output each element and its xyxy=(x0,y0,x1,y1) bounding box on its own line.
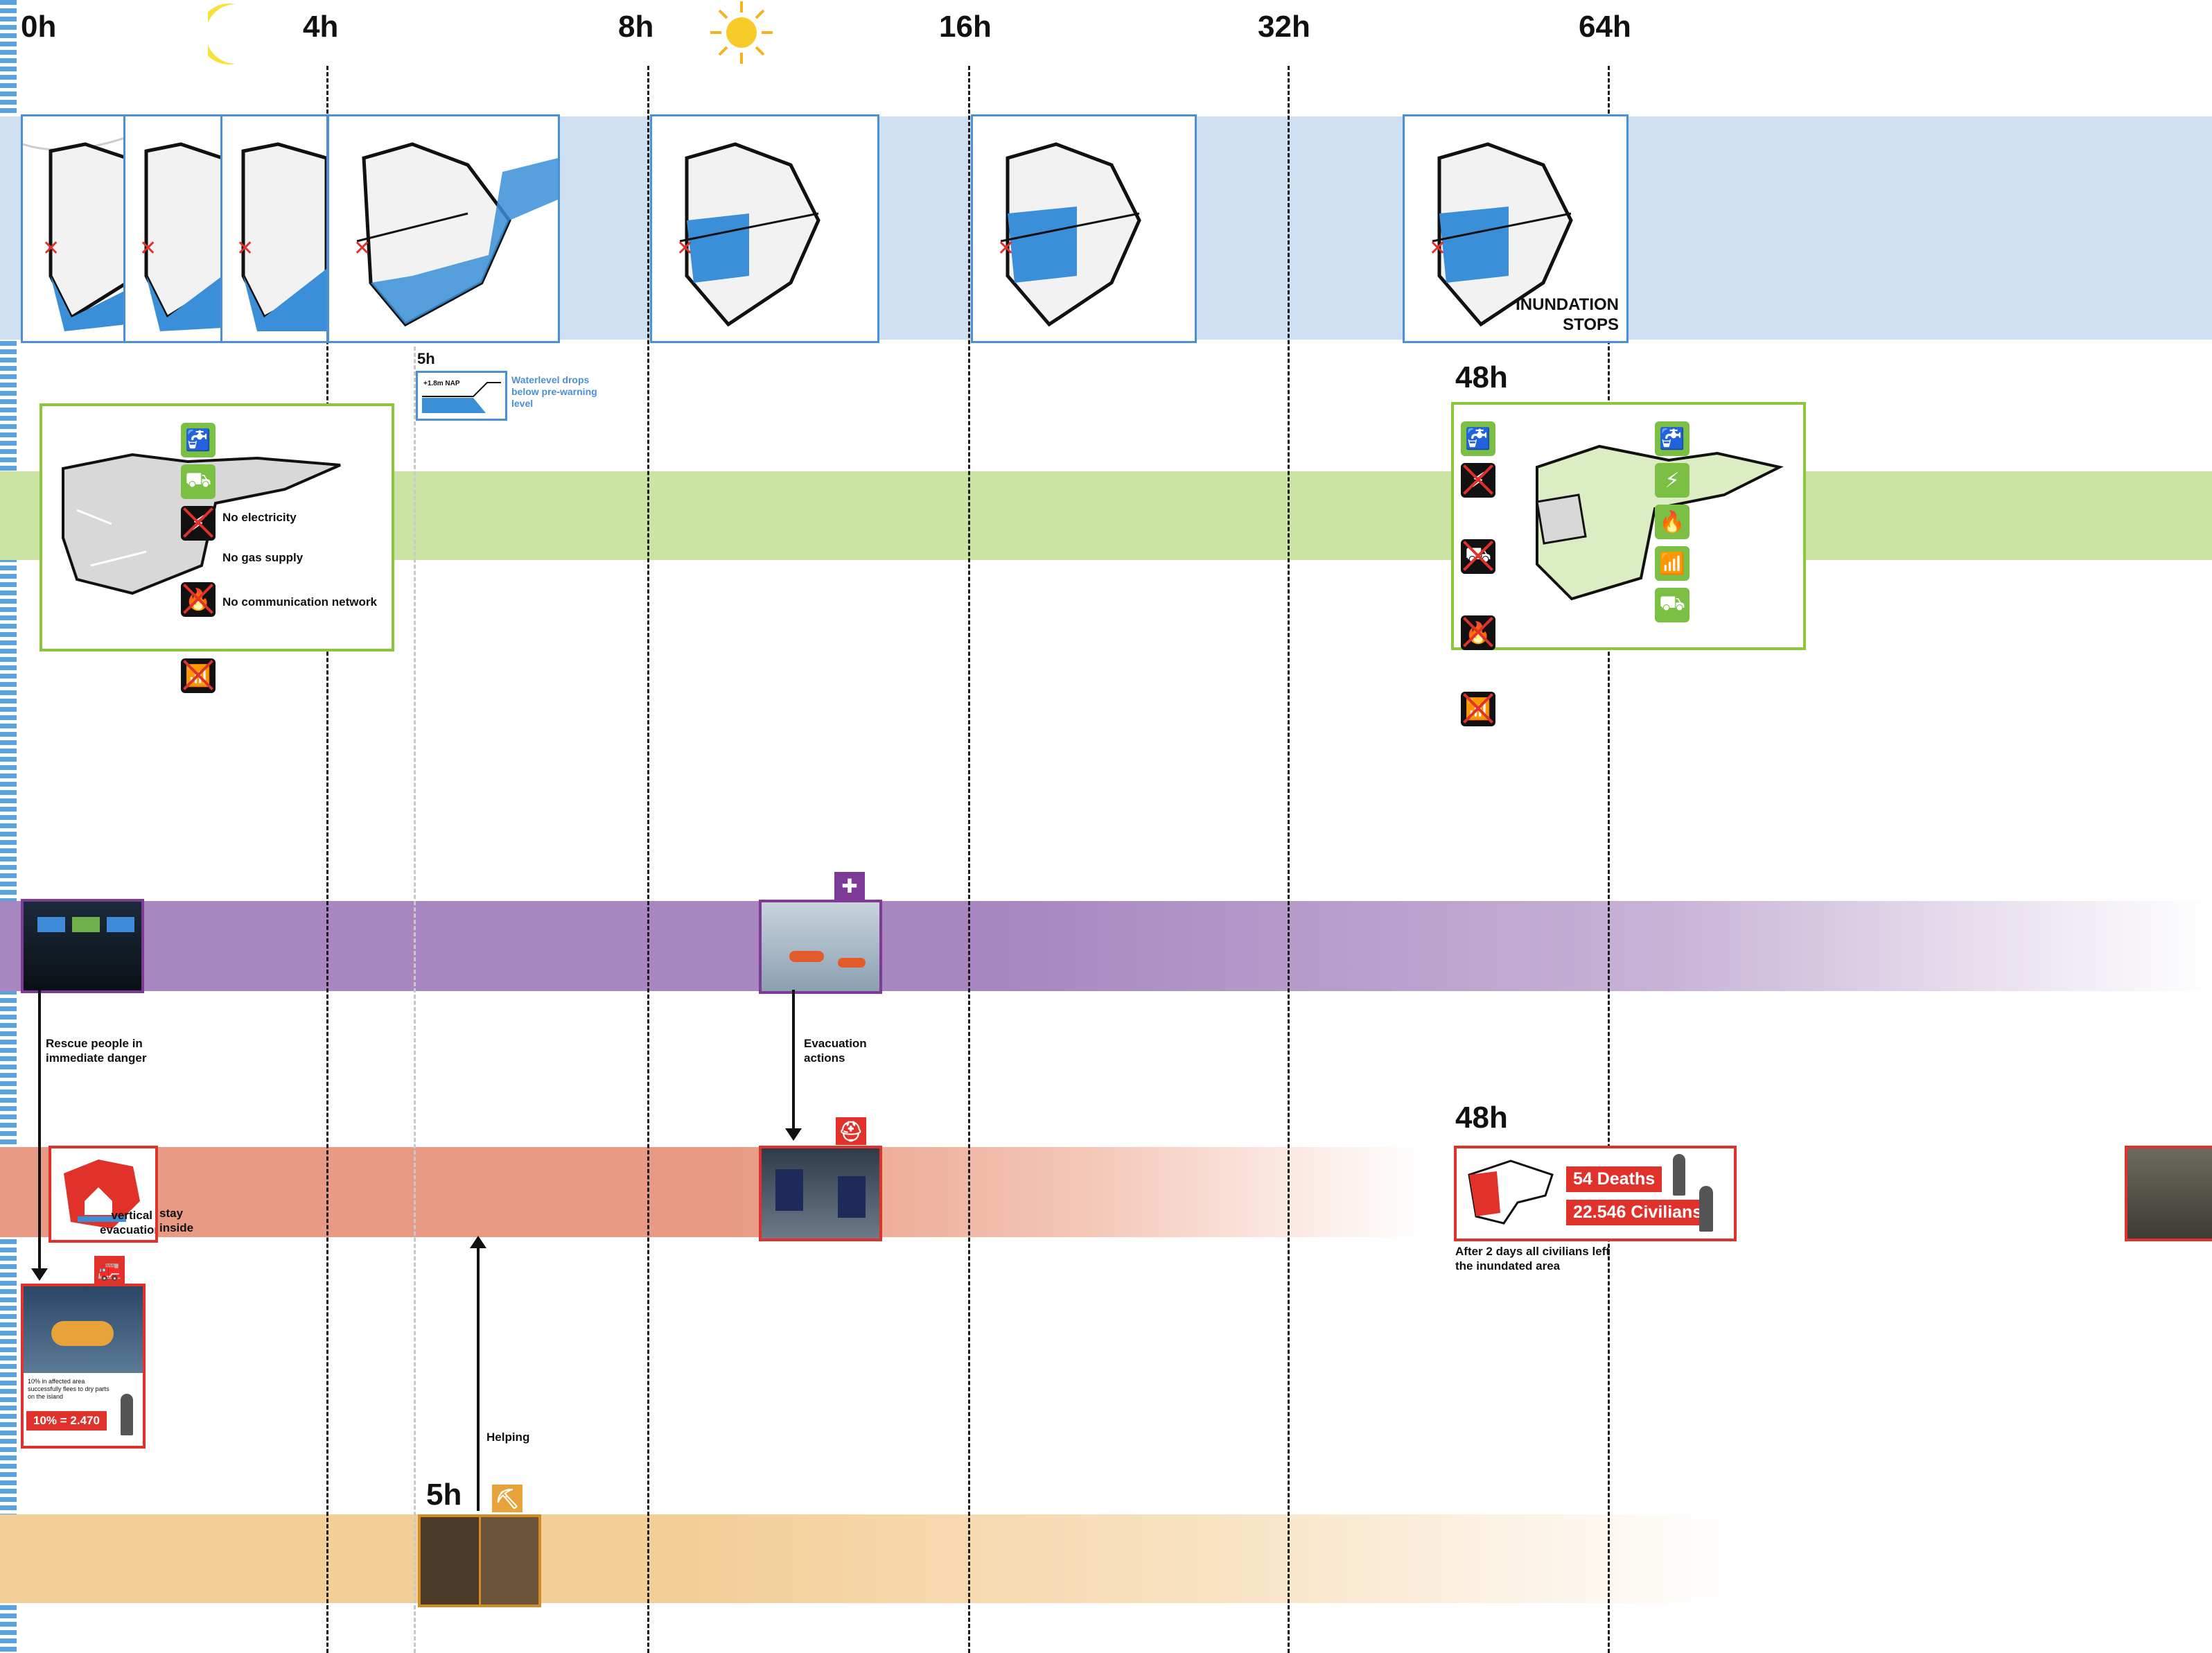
label-48h-utilities: 48h xyxy=(1455,360,1508,394)
gridline-32h xyxy=(1288,66,1290,1653)
tick-16h: 16h xyxy=(939,10,992,44)
label-48h-evacuation: 48h xyxy=(1455,1101,1508,1135)
gas-restored-icon: 🔥 xyxy=(1655,505,1689,539)
tick-8h: 8h xyxy=(618,10,654,44)
water-tap-icon-48h: 🚰 xyxy=(1461,421,1495,456)
flee-note: 10% in affected area successfully flees … xyxy=(28,1378,109,1400)
evacuation-icon: ⛑ xyxy=(836,1117,866,1145)
vertical-evacuation-label: vertical evacuation xyxy=(100,1209,158,1236)
person-icon-civilians xyxy=(1699,1186,1713,1232)
gridline-8h xyxy=(647,66,649,1653)
casualty-card: 54 Deaths 22.546 Civilians xyxy=(1454,1146,1737,1241)
flood-map-0h-b: ✕ xyxy=(123,114,225,343)
arrowhead-rescue xyxy=(31,1268,48,1281)
boat-rescue-photo xyxy=(759,900,882,994)
gridline-5h xyxy=(414,347,416,1653)
debris-photo xyxy=(2125,1146,2212,1241)
svg-text:✕: ✕ xyxy=(42,237,60,260)
transport-off-icon-48h: ⛟ xyxy=(1461,539,1495,574)
tick-64h: 64h xyxy=(1579,10,1631,44)
shovel-icon: ⛏ xyxy=(492,1485,523,1512)
medical-cross-icon: ✚ xyxy=(834,872,865,900)
volunteer-band xyxy=(0,1514,1732,1603)
svg-text:✕: ✕ xyxy=(676,237,694,260)
svg-text:✕: ✕ xyxy=(353,237,371,260)
arrowhead-evacuation xyxy=(785,1128,802,1141)
tick-0h: 0h xyxy=(21,10,57,44)
evacuation-band xyxy=(0,1147,1455,1237)
svg-text:✕: ✕ xyxy=(1429,237,1446,260)
gas-off-icon: 🔥 xyxy=(181,582,216,617)
inundation-stops-label: INUNDATION STOPS xyxy=(1516,295,1619,334)
gridline-16h xyxy=(968,66,970,1653)
rescue-vehicle-icon: 🚒 xyxy=(94,1256,125,1284)
gas-off-icon-48h: 🔥 xyxy=(1461,615,1495,650)
flood-map-inundation-stops: ✕ xyxy=(1403,114,1629,343)
volunteers-photo xyxy=(418,1514,541,1607)
sun-icon xyxy=(703,0,780,69)
utilities-restored-panel: 🚰 ⚡ ⛟ 🔥 📶 🚰 ⚡ 🔥 📶 ⛟ xyxy=(1451,402,1806,726)
communication-off-icon: 📶 xyxy=(181,658,216,693)
civilians-tag: 22.546 Civilians xyxy=(1566,1200,1710,1225)
arrow-rescue-down xyxy=(38,990,41,1270)
legend-waterlevel-text: Waterlevel drops below pre-warning level xyxy=(511,374,597,409)
stay-inside-label: stay inside xyxy=(159,1207,194,1234)
transport-restored-icon: ⛟ xyxy=(1655,588,1689,622)
evacuation-photo xyxy=(759,1146,882,1241)
label-5h-flood: 5h xyxy=(417,350,435,367)
no-gas-label: No gas supply xyxy=(222,551,304,564)
flood-map-8h: ✕ xyxy=(650,114,879,343)
person-icon-deaths xyxy=(1673,1154,1685,1196)
tick-32h: 32h xyxy=(1258,10,1310,44)
electricity-off-icon: ⚡ xyxy=(181,506,216,541)
flood-map-16h: ✕ xyxy=(971,114,1197,343)
water-restored-icon: 🚰 xyxy=(1655,421,1689,456)
svg-text:✕: ✕ xyxy=(236,237,254,260)
pct-tag: 10% = 2.470 xyxy=(26,1411,107,1431)
water-tap-icon: 🚰 xyxy=(181,423,216,457)
arrow-helping-up xyxy=(477,1248,480,1511)
person-icon xyxy=(121,1394,133,1435)
communication-off-icon-48h: 📶 xyxy=(1461,692,1495,726)
electricity-off-icon-48h: ⚡ xyxy=(1461,463,1495,498)
flood-map-0h-c: ✕ xyxy=(220,114,328,343)
arrowhead-helping xyxy=(470,1236,486,1248)
moon-icon xyxy=(198,0,256,73)
electricity-restored-icon: ⚡ xyxy=(1655,463,1689,498)
svg-text:✕: ✕ xyxy=(139,237,157,260)
vertical-evacuation-card: vertical evacuation xyxy=(49,1146,158,1243)
no-electricity-label: No electricity xyxy=(222,511,297,524)
civilians-note: After 2 days all civilians left the inun… xyxy=(1455,1245,1610,1272)
utilities-outage-panel: 🚰 ⛟ ⚡ 🔥 📶 No electricity No gas supply N… xyxy=(40,403,394,693)
flood-map-4h: ✕ xyxy=(327,114,560,343)
rescue-people-text: Rescue people in immediate danger xyxy=(46,1037,147,1065)
gridline-64h xyxy=(1608,66,1610,1653)
evacuation-actions-text: Evacuation actions xyxy=(804,1037,867,1065)
rescue-band xyxy=(0,901,2212,991)
gridline-4h xyxy=(326,66,328,1653)
transport-icon: ⛟ xyxy=(181,464,216,499)
label-5h-volunteer: 5h xyxy=(426,1478,462,1512)
helping-text: Helping xyxy=(486,1431,530,1444)
communication-restored-icon: 📶 xyxy=(1655,546,1689,581)
water-level-legend: +1.8m NAP xyxy=(416,371,507,421)
arrow-evacuation-down xyxy=(792,990,795,1130)
deaths-tag: 54 Deaths xyxy=(1566,1166,1662,1192)
water-rescue-card: 10% in affected area successfully flees … xyxy=(21,1284,146,1449)
control-room-photo xyxy=(21,899,144,993)
legend-nap: +1.8m NAP xyxy=(423,380,460,387)
tick-4h: 4h xyxy=(303,10,339,44)
flood-map-0h-a: ✕ xyxy=(21,114,129,343)
no-communication-label: No communication network xyxy=(222,595,377,609)
svg-text:✕: ✕ xyxy=(997,237,1015,260)
